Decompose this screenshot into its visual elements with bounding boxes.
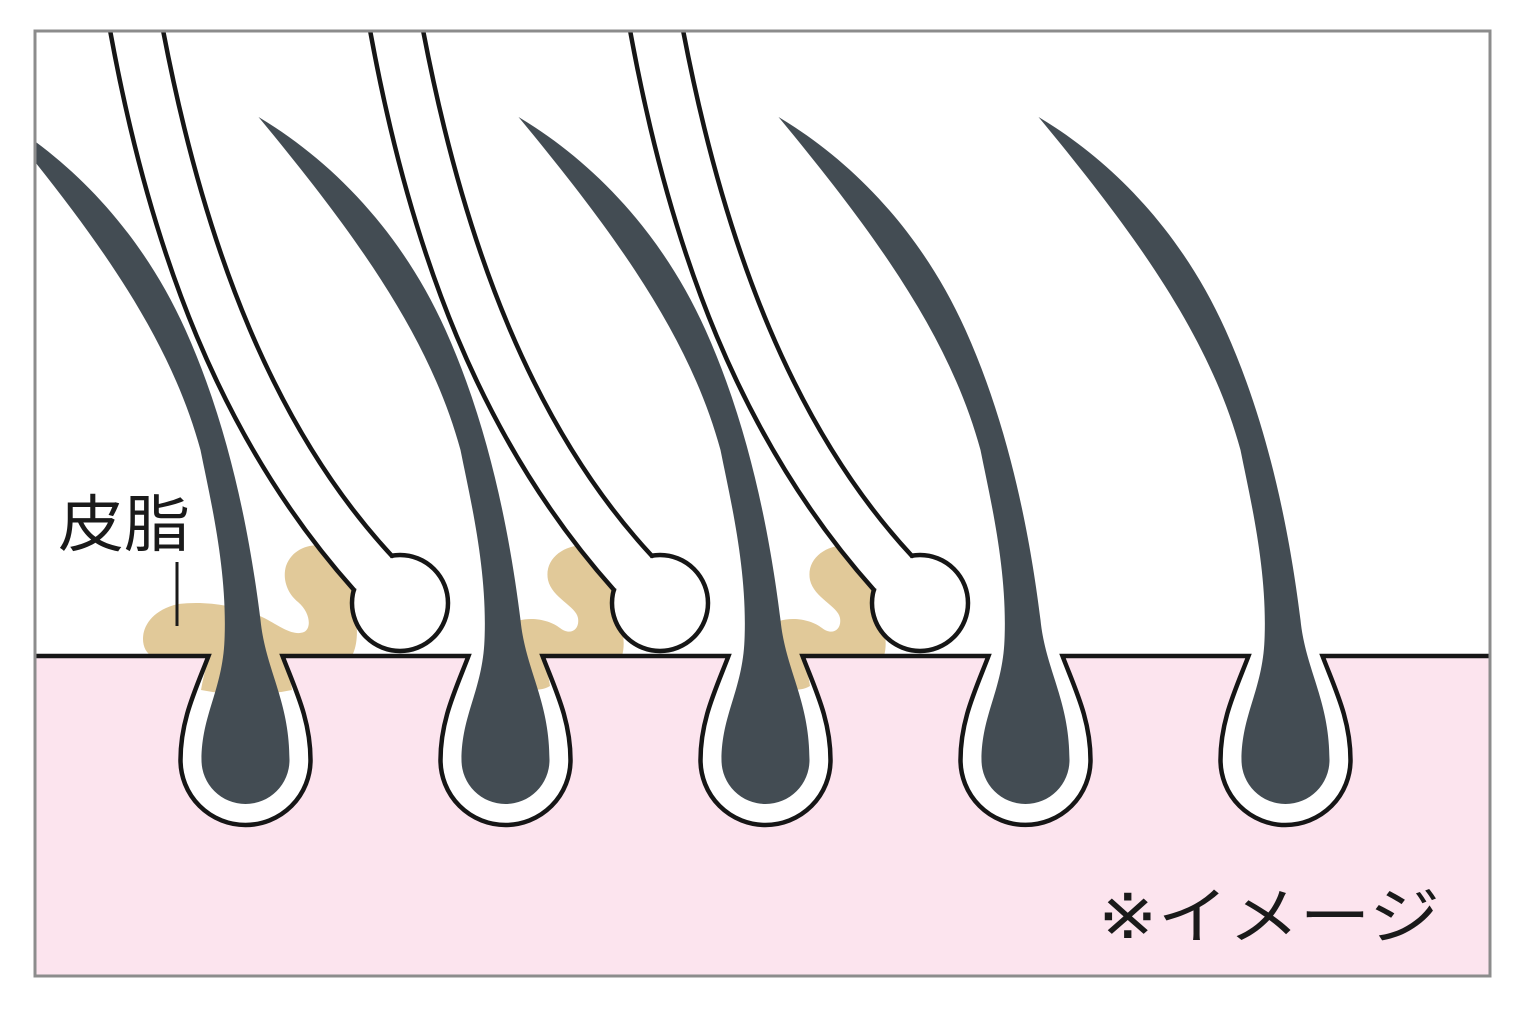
frame-border [33, 29, 1492, 978]
hair-edge-left [368, 32, 617, 593]
sebum-blob-2 [505, 545, 624, 656]
hair-edge-right [161, 32, 395, 559]
hair-shaft [258, 117, 550, 804]
hair-shaft [36, 142, 290, 804]
hair-edge-left [108, 32, 357, 593]
dark-hairs [36, 117, 1330, 804]
white-hair-2 [368, 32, 711, 654]
hair-shaft [778, 117, 1070, 804]
bulb-joint-cover [610, 552, 652, 591]
hair-edge-right [681, 32, 915, 559]
hair-edge-left [628, 32, 877, 593]
hair-shaft [1038, 117, 1330, 804]
image-note: ※イメージ [1098, 880, 1440, 953]
hair-shaft [518, 117, 810, 804]
scalp-surface-outline [36, 653, 1489, 828]
dark-hair-2 [258, 117, 550, 804]
sebum-blob-3 [767, 545, 886, 656]
sebum-label: 皮脂 [58, 488, 190, 561]
hair-band [370, 32, 652, 590]
hair-band [110, 32, 392, 590]
bulb-joint-cover [350, 552, 392, 591]
hair-bulb [349, 552, 451, 654]
white-hair-1 [108, 32, 451, 654]
hair-band [630, 32, 912, 590]
illustration [36, 32, 1489, 975]
dark-hair-5 [1038, 117, 1330, 804]
white-hairs [108, 32, 971, 654]
hair-bulb [609, 552, 711, 654]
dark-hair-3 [518, 117, 810, 804]
hair-edge-right [421, 32, 655, 559]
dark-hair-4 [778, 117, 1070, 804]
sebum-blob-1 [142, 545, 357, 656]
white-hair-3 [628, 32, 971, 654]
hair-bulb [869, 552, 971, 654]
bulb-joint-cover [870, 552, 912, 591]
dark-hair-1 [36, 142, 290, 804]
